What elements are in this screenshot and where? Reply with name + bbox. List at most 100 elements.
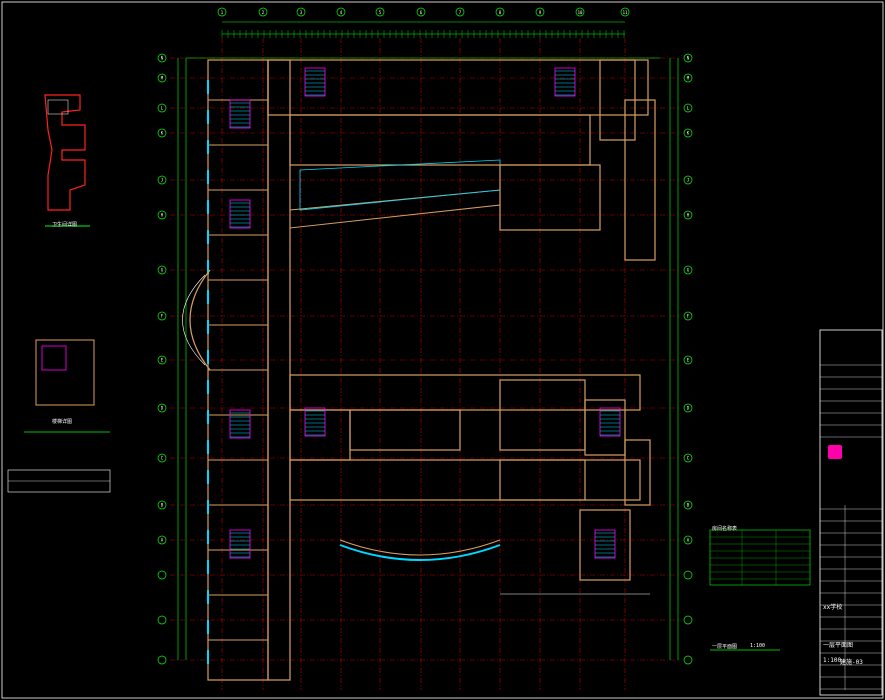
south-hall — [289, 459, 641, 501]
axis-bubble-left — [157, 403, 167, 413]
detail-b-title: 楼梯详图 — [52, 419, 73, 425]
axis-label-top: 7 — [459, 10, 462, 15]
axis-bubble-top — [455, 7, 465, 17]
building-walls — [182, 59, 656, 681]
axis-bubble-left — [157, 655, 167, 665]
title-block-scale: 1:100 — [823, 657, 842, 664]
stair-block — [554, 67, 576, 97]
title-block-sheet: 建施-03 — [840, 659, 863, 666]
axis-label-top: 11 — [623, 10, 628, 15]
axis-label-top: 6 — [420, 10, 423, 15]
stair-block — [594, 529, 616, 559]
mid-north — [289, 374, 641, 411]
axis-bubble-left — [157, 355, 167, 365]
axis-label-right: D — [687, 406, 690, 411]
axis-label-right: J — [687, 178, 689, 183]
axis-bubble-right — [683, 570, 693, 580]
axis-bubble-left — [157, 570, 167, 580]
axis-label-left: A — [161, 538, 164, 543]
axis-bubble-top — [620, 7, 630, 17]
legend-table — [709, 529, 811, 586]
axis-bubble-left — [157, 311, 167, 321]
axis-bubble-left — [157, 210, 167, 220]
axis-bubble-right — [683, 453, 693, 463]
plan-title: 一层平面图 — [712, 644, 738, 650]
axis-bubble-right — [683, 53, 693, 63]
axis-bubble-right — [683, 403, 693, 413]
north-hall — [289, 114, 591, 166]
axis-bubble-right — [683, 655, 693, 665]
axis-label-right: N — [687, 56, 690, 61]
detail-stair-b — [41, 345, 67, 371]
axis-bubble-left — [157, 500, 167, 510]
axis-label-left: F — [161, 314, 164, 319]
axis-bubble-top — [296, 7, 306, 17]
stair-block — [229, 409, 251, 439]
east-wing — [624, 99, 656, 261]
axis-label-top: 2 — [262, 10, 265, 15]
axis-label-right: F — [687, 314, 690, 319]
mid-room-3 — [499, 379, 586, 451]
axis-bubble-left — [157, 265, 167, 275]
axis-label-top: 9 — [539, 10, 542, 15]
axis-bubble-left — [157, 103, 167, 113]
axis-label-left: C — [161, 456, 164, 461]
curved-bay-west — [189, 269, 211, 371]
south-room — [499, 459, 586, 501]
axis-bubble-right — [683, 500, 693, 510]
axis-grid-lines — [170, 21, 680, 690]
axis-bubble-right — [683, 103, 693, 113]
axis-label-left: M — [161, 76, 164, 81]
axis-bubble-left — [157, 128, 167, 138]
axis-label-top: 10 — [578, 10, 583, 15]
detail-drawings — [7, 94, 111, 493]
stair-block — [599, 407, 621, 437]
stair-block — [229, 529, 251, 559]
axis-label-right: E — [687, 358, 690, 363]
axis-bubble-left — [157, 53, 167, 63]
axis-label-left: K — [161, 131, 164, 136]
axis-label-top: 8 — [499, 10, 502, 15]
stair-block — [304, 67, 326, 97]
axis-label-top: 1 — [221, 10, 224, 15]
axis-bubble-top — [495, 7, 505, 17]
plan-scale: 1:100 — [750, 643, 766, 649]
detail-plan-b — [35, 339, 95, 406]
legend-title: 房间名称表 — [712, 526, 738, 532]
axis-label-left: D — [161, 406, 164, 411]
diagonal-corridor — [289, 189, 501, 229]
detail-plan-a — [44, 94, 86, 211]
axis-bubble-left — [157, 453, 167, 463]
axis-label-right: H — [687, 213, 690, 218]
axis-label-right: K — [687, 131, 690, 136]
axis-label-top: 4 — [340, 10, 343, 15]
north-room — [499, 164, 601, 231]
axis-label-left: L — [161, 106, 164, 111]
curved-bay-west-outer — [182, 274, 206, 366]
axis-label-right: C — [687, 456, 690, 461]
axis-bubble-right — [683, 311, 693, 321]
title-block-frame — [819, 329, 883, 696]
axis-bubble-right — [683, 73, 693, 83]
mid-room-2 — [349, 409, 461, 451]
axis-bubble-left — [157, 535, 167, 545]
axis-bubble-left — [157, 615, 167, 625]
mid-east — [624, 439, 651, 506]
stair-block — [229, 99, 251, 129]
corridor — [267, 59, 291, 681]
axis-bubble-right — [683, 210, 693, 220]
detail-room — [47, 99, 69, 115]
curved-wall-south — [339, 539, 501, 556]
curved-facade-south — [339, 544, 501, 561]
axis-label-left: E — [161, 358, 164, 363]
title-block-project: xx学校 — [823, 604, 843, 611]
south-stair — [579, 509, 631, 581]
axis-label-top: 3 — [300, 10, 303, 15]
axis-bubble-right — [683, 535, 693, 545]
title-block-drawing: 一层平面图 — [823, 642, 854, 649]
